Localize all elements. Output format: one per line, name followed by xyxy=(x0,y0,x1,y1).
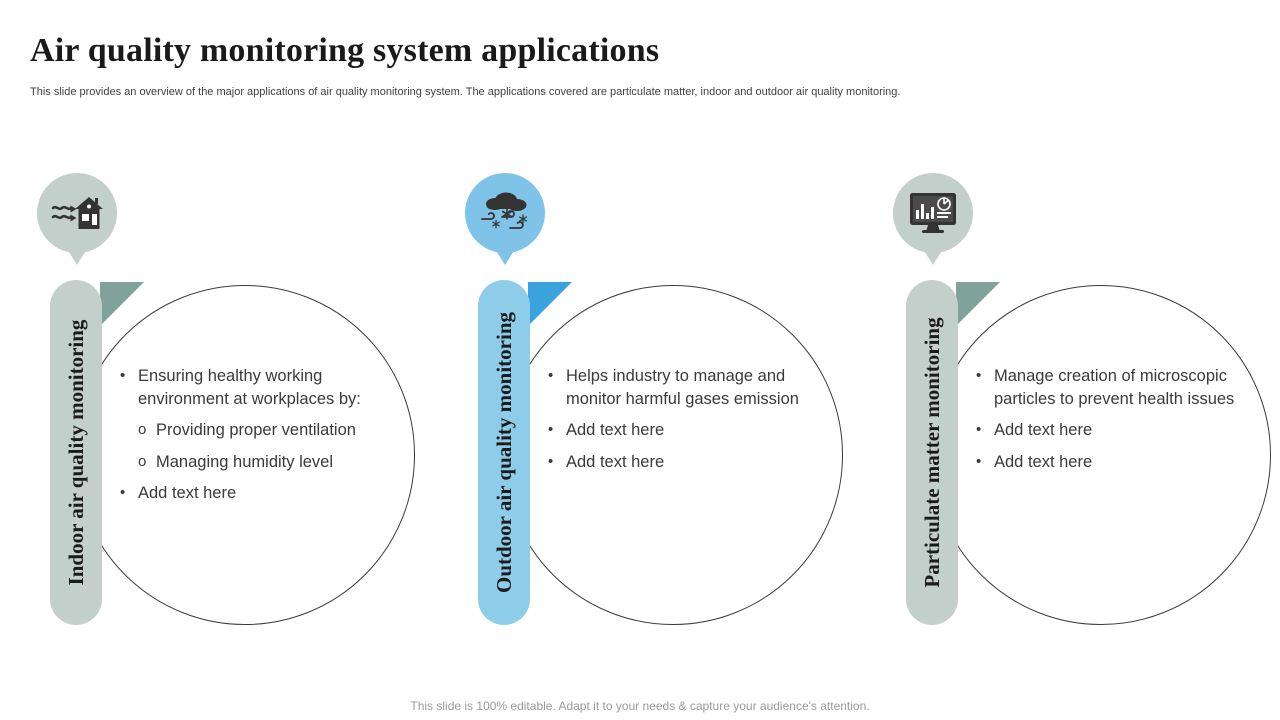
bullet-text: Add text here xyxy=(994,452,1093,471)
bullet-list-outdoor: • Helps industry to manage and monitor ha… xyxy=(548,365,813,482)
bullet-item: • Manage creation of microscopic particle… xyxy=(976,365,1241,410)
tab-flag-particulate xyxy=(956,282,1000,326)
bullet-marker-icon: • xyxy=(548,367,554,384)
category-tab-particulate[interactable]: Particulate matter monitoring xyxy=(906,280,958,625)
bullet-text: Add text here xyxy=(566,452,665,471)
sub-bullet-item: o Providing proper ventilation xyxy=(138,419,385,442)
icon-pin-outdoor xyxy=(465,173,545,265)
bullet-text: Helps industry to manage and monitor har… xyxy=(566,367,799,408)
bullet-item: • Add text here xyxy=(120,482,385,505)
sub-bullet-item: o Managing humidity level xyxy=(138,451,385,474)
icon-pin-indoor xyxy=(37,173,117,265)
bullet-item: • Ensuring healthy working environment at… xyxy=(120,365,385,410)
application-column-particulate: Particulate matter monitoring • Manage cre… xyxy=(856,0,1280,720)
bullet-item: • Helps industry to manage and monitor ha… xyxy=(548,365,813,410)
category-tab-label: Particulate matter monitoring xyxy=(919,317,944,588)
footer-note: This slide is 100% editable. Adapt it to… xyxy=(410,699,870,713)
bullet-item: • Add text here xyxy=(548,419,813,442)
bullet-marker-icon: • xyxy=(120,367,126,384)
bullet-item: • Add text here xyxy=(548,451,813,474)
category-tab-outdoor[interactable]: Outdoor air quality monitoring xyxy=(478,280,530,625)
bullet-marker-icon: • xyxy=(548,452,554,470)
bullet-list-particulate: • Manage creation of microscopic particle… xyxy=(976,365,1241,482)
page-title: Air quality monitoring system applicatio… xyxy=(30,32,660,69)
category-tab-label: Indoor air quality monitoring xyxy=(63,319,88,586)
bullet-item: • Add text here xyxy=(976,451,1241,474)
category-tab-indoor[interactable]: Indoor air quality monitoring xyxy=(50,280,102,625)
bullet-text: Ensuring healthy working environment at … xyxy=(138,367,361,408)
icon-pin-tail xyxy=(67,249,87,265)
bullet-marker-icon: • xyxy=(976,452,982,470)
bullet-marker-icon: • xyxy=(976,367,982,384)
icon-pin-tail xyxy=(923,249,943,265)
bullet-marker-icon: • xyxy=(976,421,982,438)
bullet-text: Providing proper ventilation xyxy=(156,421,356,439)
bullet-marker-icon: • xyxy=(548,421,554,438)
sub-bullet-marker-icon: o xyxy=(138,421,147,438)
bullet-marker-icon: • xyxy=(120,484,126,501)
house-airflow-icon xyxy=(37,173,117,253)
bullet-list-indoor: • Ensuring healthy working environment at… xyxy=(120,365,385,514)
tab-flag-outdoor xyxy=(528,282,572,326)
page-subtitle: This slide provides an overview of the m… xyxy=(30,86,901,98)
icon-pin-particulate xyxy=(893,173,973,265)
icon-pin-tail xyxy=(495,249,515,265)
category-tab-label: Outdoor air quality monitoring xyxy=(491,312,516,594)
application-column-indoor: Indoor air quality monitoring • Ensuring h… xyxy=(0,0,430,720)
cloud-snow-wind-icon xyxy=(465,173,545,253)
bullet-text: Add text here xyxy=(994,421,1093,439)
bullet-text: Managing humidity level xyxy=(156,452,334,471)
icon-pin-circle xyxy=(37,173,117,253)
bullet-text: Add text here xyxy=(138,484,237,502)
bullet-text: Add text here xyxy=(566,421,665,439)
tab-flag-indoor xyxy=(100,282,144,326)
bullet-text: Manage creation of microscopic particles… xyxy=(994,367,1235,408)
sub-bullet-marker-icon: o xyxy=(138,452,147,470)
application-column-outdoor: Outdoor air quality monitoring • Helps ind… xyxy=(428,0,858,720)
bullet-item: • Add text here xyxy=(976,419,1241,442)
monitor-dashboard-chart-icon xyxy=(893,173,973,253)
